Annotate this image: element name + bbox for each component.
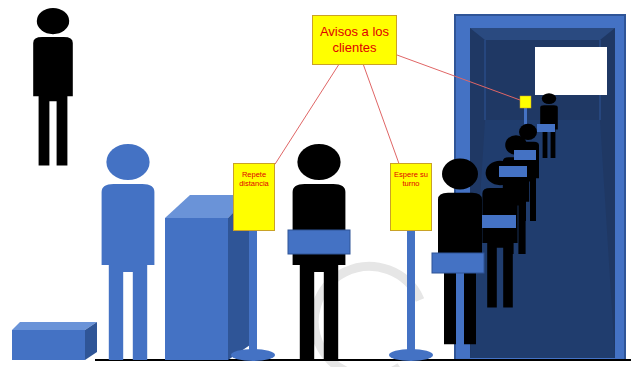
- leader-line: [275, 65, 338, 164]
- carried-box: [537, 124, 555, 132]
- sign-board: Espere su turno: [390, 163, 432, 231]
- floor-box: [12, 330, 85, 360]
- door-frame: [455, 15, 625, 360]
- small-sign: [520, 96, 531, 108]
- door-opening: [470, 28, 615, 358]
- leader-line: [397, 55, 520, 100]
- person-silhouette: [438, 158, 482, 344]
- sign-board: Repete distancia: [233, 163, 275, 231]
- carried-box: [288, 230, 350, 254]
- cashier-figure: [102, 144, 155, 360]
- leader-line: [363, 65, 398, 163]
- door-floor: [470, 120, 615, 358]
- sign-base: [389, 349, 433, 361]
- floor-box-top: [12, 322, 97, 330]
- sign-text: Repete distancia: [235, 170, 273, 188]
- sign-base: [231, 349, 275, 361]
- person-silhouette: [482, 93, 557, 307]
- counter-front: [165, 218, 228, 360]
- carried-box: [499, 166, 527, 177]
- door-window: [535, 47, 607, 95]
- notice-box: Avisos a los clientes: [312, 15, 397, 65]
- carried-box: [432, 253, 484, 273]
- sign-pole: [407, 230, 415, 352]
- door-ceiling: [470, 28, 615, 40]
- notice-title: Avisos a los clientes: [315, 24, 394, 55]
- carried-box: [514, 150, 536, 160]
- sign-text: Espere su turno: [392, 170, 430, 188]
- person-silhouette: [33, 8, 73, 166]
- carried-box: [480, 215, 516, 228]
- floor-box-side: [85, 322, 97, 360]
- door-edge: [485, 40, 486, 120]
- sign-pole: [249, 230, 257, 352]
